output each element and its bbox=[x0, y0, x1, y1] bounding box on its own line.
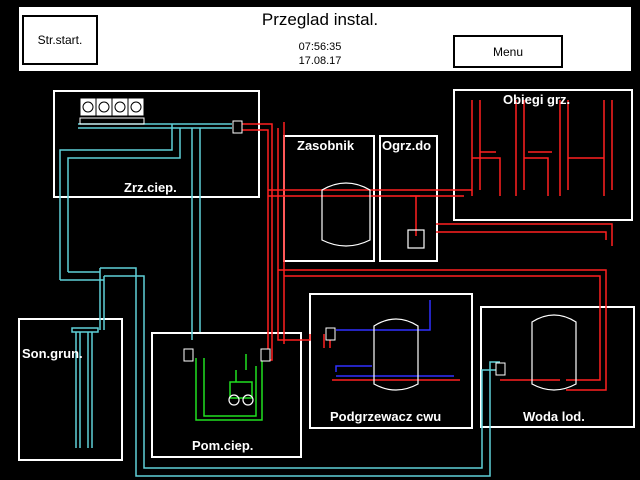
zasobnik-frame bbox=[283, 135, 375, 262]
ogrz-do-frame bbox=[379, 135, 438, 262]
valve-pom-ciep-left bbox=[183, 348, 194, 362]
clock-date: 17.08.17 bbox=[298, 55, 342, 67]
menu-button[interactable]: Menu bbox=[453, 35, 563, 68]
label-podgrzewacz-cwu[interactable]: Podgrzewacz cwu bbox=[330, 409, 442, 424]
label-ogrz-do[interactable]: Ogrz.do bbox=[382, 138, 432, 153]
valve-woda-lod bbox=[495, 362, 506, 376]
valve-podgrzewacz bbox=[325, 327, 336, 341]
label-pom-ciep[interactable]: Pom.ciep. bbox=[192, 438, 254, 453]
obiegi-grz-frame bbox=[453, 89, 633, 221]
label-zrz-ciep[interactable]: Zrz.ciep. bbox=[124, 180, 177, 195]
pom-ciep-frame bbox=[151, 332, 302, 458]
son-grun-frame bbox=[18, 318, 123, 461]
dry-cooler-fans bbox=[79, 97, 145, 117]
pump-1 bbox=[228, 394, 240, 406]
clock-time: 07:56:35 bbox=[298, 41, 342, 53]
page-title: Przeglad instal. bbox=[261, 10, 379, 29]
label-zasobnik[interactable]: Zasobnik bbox=[297, 138, 355, 153]
label-woda-lod[interactable]: Woda lod. bbox=[523, 409, 585, 424]
woda-lod-tank bbox=[531, 314, 577, 391]
valve-pom-ciep-right bbox=[260, 348, 271, 362]
zrz-ciep-frame bbox=[53, 90, 260, 198]
start-screen-button[interactable]: Str.start. bbox=[22, 15, 98, 65]
valve-zrz-ciep bbox=[232, 120, 243, 134]
woda-lod-frame bbox=[480, 306, 635, 428]
podgrzewacz-tank bbox=[373, 318, 419, 391]
zasobnik-tank bbox=[321, 182, 371, 247]
label-son-grun[interactable]: Son.grun. bbox=[22, 346, 83, 361]
podgrzewacz-frame bbox=[309, 293, 473, 429]
ogrz-do-heater bbox=[407, 229, 425, 249]
label-obiegi-grz[interactable]: Obiegi grz. bbox=[503, 92, 571, 107]
pump-2 bbox=[242, 394, 254, 406]
